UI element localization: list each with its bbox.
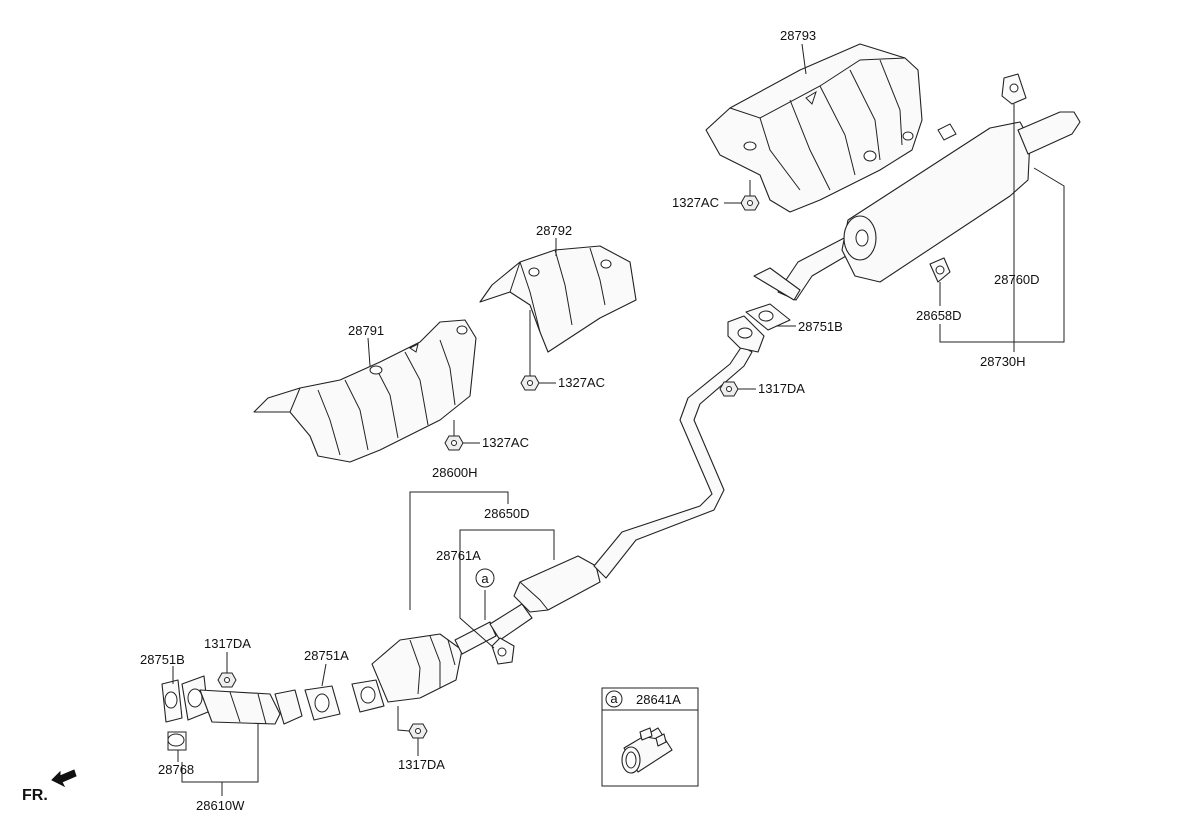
front-arrow-icon	[51, 769, 77, 788]
label-28658d[interactable]: 28658D	[916, 308, 962, 323]
fr-label: FR.	[22, 787, 48, 804]
label-1317da-left[interactable]: 1317DA	[204, 636, 251, 651]
label-28793[interactable]: 28793	[780, 28, 816, 43]
pipe-clamp-28641a	[621, 727, 673, 774]
label-1327ac-mid[interactable]: 1327AC	[558, 375, 605, 390]
label-1317da-mid[interactable]: 1317DA	[758, 381, 805, 396]
label-28610w[interactable]: 28610W	[196, 798, 245, 813]
nut-1327ac-mid[interactable]	[520, 375, 540, 391]
label-1327ac-low[interactable]: 1327AC	[482, 435, 529, 450]
label-28730h[interactable]: 28730H	[980, 354, 1026, 369]
label-28751b-right[interactable]: 28751B	[798, 319, 843, 334]
label-28650d[interactable]: 28650D	[484, 506, 530, 521]
nut-1317da-mid[interactable]	[719, 381, 739, 397]
label-28761a[interactable]: 28761A	[436, 548, 481, 563]
inset-circle-label: a	[610, 691, 618, 706]
front-direction-indicator: FR.	[22, 769, 77, 804]
nut-1327ac-top[interactable]	[740, 195, 760, 211]
hanger-28658d[interactable]	[929, 257, 951, 283]
center-muffler-28650d[interactable]	[489, 315, 765, 641]
gasket-28751a[interactable]	[304, 685, 341, 721]
svg-text:a: a	[481, 571, 489, 586]
label-1327ac-top[interactable]: 1327AC	[672, 195, 719, 210]
part-labels: 28793 28792 28791 1327AC 1327AC 1327AC 2…	[140, 28, 1040, 813]
inset-box-28641a[interactable]: a 28641A	[601, 687, 699, 787]
label-28751b-left[interactable]: 28751B	[140, 652, 185, 667]
label-28600h[interactable]: 28600H	[432, 465, 478, 480]
label-28768[interactable]: 28768	[158, 762, 194, 777]
nut-1317da-left[interactable]	[217, 672, 237, 688]
inset-circle-a	[605, 690, 623, 708]
catalytic-converter-28600h[interactable]	[351, 621, 497, 713]
leader-lines	[172, 43, 1065, 796]
hanger-28761a[interactable]	[491, 637, 515, 665]
label-1317da-bottom[interactable]: 1317DA	[398, 757, 445, 772]
heat-shield-28793[interactable]	[705, 43, 923, 213]
front-pipe-28610w[interactable]	[161, 675, 303, 751]
label-28791[interactable]: 28791	[348, 323, 384, 338]
heat-shield-28791[interactable]	[253, 319, 477, 463]
label-28760d[interactable]: 28760D	[994, 272, 1040, 287]
heat-shield-28792[interactable]	[479, 245, 637, 353]
nut-1317da-bottom[interactable]	[408, 723, 428, 739]
hanger-28760d[interactable]	[937, 73, 1027, 141]
label-28792[interactable]: 28792	[536, 223, 572, 238]
label-28751a[interactable]: 28751A	[304, 648, 349, 663]
inset-part-label: 28641A	[636, 692, 681, 707]
callout-circle-a: a	[475, 568, 495, 588]
nut-1327ac-low[interactable]	[444, 435, 464, 451]
main-muffler-28730h[interactable]	[745, 111, 1081, 331]
